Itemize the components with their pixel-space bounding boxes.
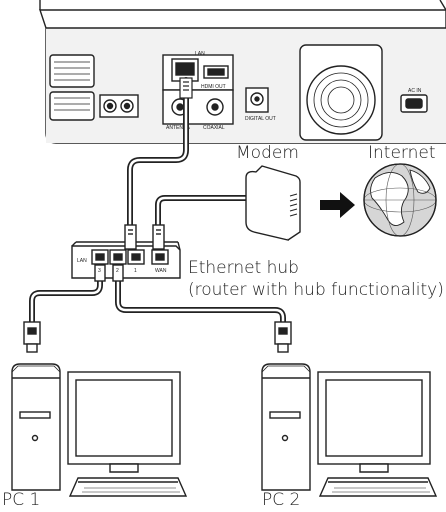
recorder-lan-label: LAN xyxy=(195,51,205,57)
modem-icon xyxy=(245,165,301,241)
ethernet-hub-sublabel: (router with hub functionality) xyxy=(188,280,444,300)
pc1-icon xyxy=(11,321,188,497)
arrow-right-icon xyxy=(320,192,355,218)
globe-icon xyxy=(363,163,437,237)
recorder-plug-icon xyxy=(179,77,193,99)
recorder-ac-in-label: AC IN xyxy=(408,88,422,94)
recorder-antenna-label: ANTENNA xyxy=(166,125,191,131)
pc2-icon xyxy=(261,321,438,497)
pc1-label: PC 1 xyxy=(2,490,41,510)
pc2-label: PC 2 xyxy=(262,490,301,510)
cables xyxy=(29,77,286,325)
recorder-rear-panel-icon xyxy=(39,0,446,144)
hub-port-3-label: 3 xyxy=(98,268,101,274)
recorder-hdmi-label: HDMI OUT xyxy=(201,84,226,90)
modem-label: Modem xyxy=(236,143,299,163)
recorder-digital-out-label: DIGITAL OUT xyxy=(245,116,276,122)
hub-port-2-label: 2 xyxy=(116,268,119,274)
hub-wan-label: WAN xyxy=(155,268,167,274)
internet-label: Internet xyxy=(368,143,436,163)
hub-port-1-label: 1 xyxy=(134,268,137,274)
ethernet-hub-label: Ethernet hub xyxy=(188,258,299,278)
ethernet-hub-icon xyxy=(71,224,181,282)
recorder-coaxial-label: COAXIAL xyxy=(203,125,225,131)
hub-lan-label: LAN xyxy=(77,258,87,264)
